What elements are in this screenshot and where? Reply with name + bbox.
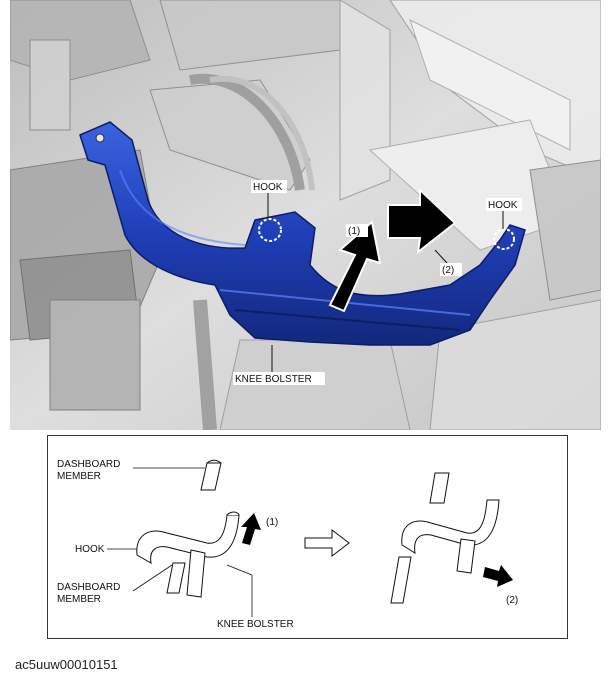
dashboard-member-bottom-left <box>166 562 186 594</box>
knee-bolster-inset-label: KNEE BOLSTER <box>217 619 294 630</box>
step1-label: (1) <box>348 226 360 237</box>
knee-bolster-removal-illustration: HOOK HOOK (1) (2) KNEE BOLSTER <box>10 0 601 430</box>
transition-arrow <box>304 528 350 558</box>
knee-bolster-right <box>456 538 476 574</box>
hook-left-label: HOOK <box>253 182 283 193</box>
dashboard-member-top-label-line1: DASHBOARD <box>57 459 120 470</box>
inset-step1-label: (1) <box>266 517 278 528</box>
inset-arrow-step1 <box>241 513 261 545</box>
dashboard-member-top-left <box>200 459 222 491</box>
hook-detail-schematic: DASHBOARD MEMBER HOOK DASHBOARD MEMBER K… <box>47 435 568 639</box>
hook-left-marker <box>258 218 282 242</box>
step2-label: (2) <box>442 265 454 276</box>
dashboard-member-bottom-right <box>390 556 412 604</box>
inset-step2-label: (2) <box>506 595 518 606</box>
knee-bolster-left <box>186 549 206 598</box>
dashboard-member-top-right <box>429 472 450 504</box>
hook-right-marker <box>493 228 515 250</box>
knee-bolster-bracket <box>79 121 526 346</box>
hook-right-label: HOOK <box>488 200 518 211</box>
hook-label: HOOK <box>75 544 105 555</box>
hook-shape-right <box>401 499 500 554</box>
dashboard-member-bottom-label-line2: MEMBER <box>57 594 101 605</box>
knee-bolster-label: KNEE BOLSTER <box>235 374 312 385</box>
inset-arrow-step2 <box>483 565 513 587</box>
arrow-step1-up <box>328 220 382 313</box>
dashboard-member-top-label-line2: MEMBER <box>57 471 101 482</box>
arrow-step2-right <box>387 187 457 255</box>
document-id: ac5uuw00010151 <box>15 657 118 672</box>
dashboard-member-bottom-label-line1: DASHBOARD <box>57 582 120 593</box>
hook-shape-left <box>136 511 240 564</box>
